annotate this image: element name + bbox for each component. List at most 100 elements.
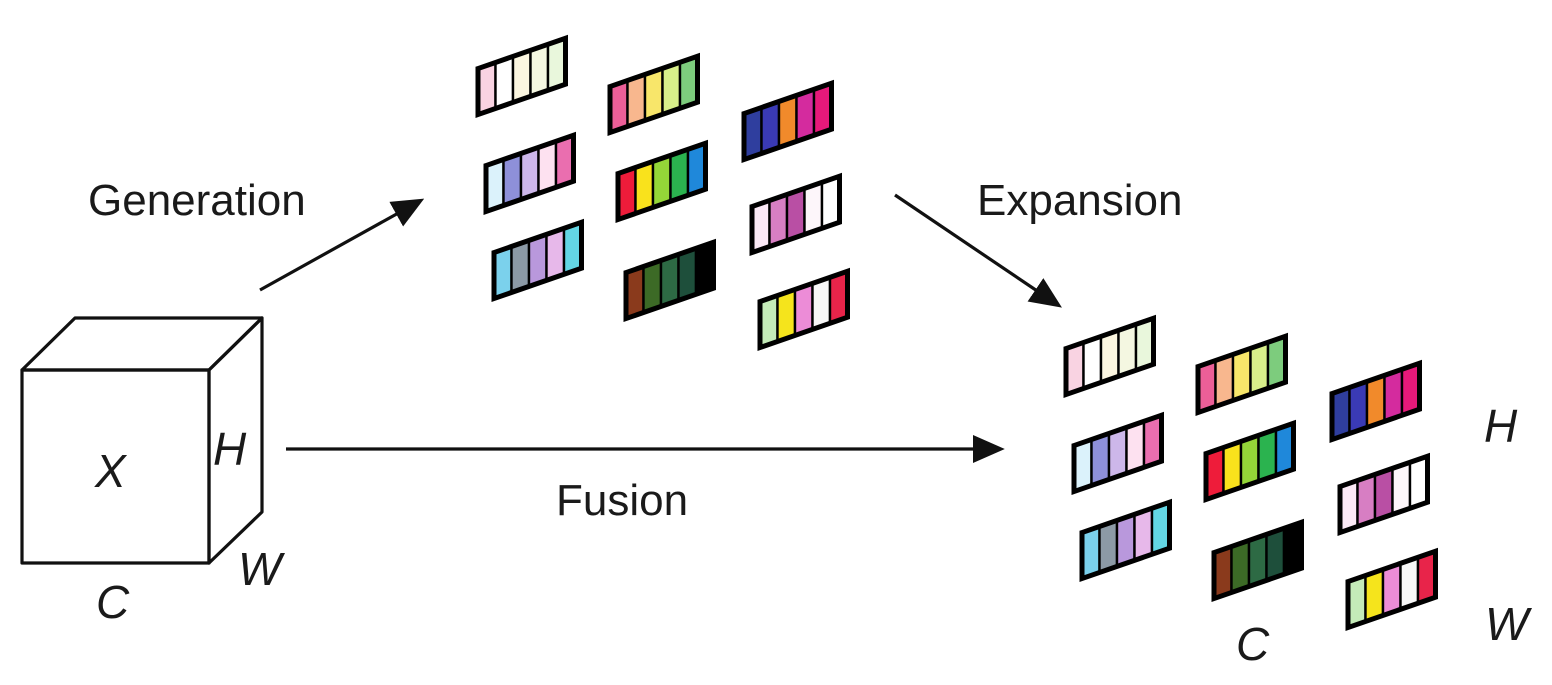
strip-cell: [803, 180, 824, 236]
strip-cell: [1099, 328, 1120, 385]
strip-frame: [741, 79, 834, 164]
cube-front-face: [20, 368, 211, 565]
strip-cell: [1391, 460, 1412, 516]
strip-cell: [510, 238, 531, 295]
color-strip: [607, 52, 700, 137]
color-strip: [1345, 547, 1438, 632]
strip-cell: [537, 139, 558, 195]
strip-cell: [1090, 431, 1111, 488]
strip-cell: [519, 145, 540, 202]
strip-cell: [768, 192, 789, 249]
strip-frame: [1329, 359, 1422, 444]
strip-frame: [491, 218, 584, 303]
expansion-label: Expansion: [977, 176, 1182, 225]
strip-cell: [659, 252, 680, 309]
color-strip: [615, 139, 708, 224]
strip-frame: [623, 238, 716, 323]
strip-cell: [1117, 322, 1138, 378]
strip-cell: [1381, 561, 1402, 618]
color-strip: [757, 267, 850, 352]
strip-frame: [483, 131, 576, 216]
strip-cell: [1231, 346, 1252, 403]
generation-arrow: [259, 198, 425, 292]
color-strip: [1203, 419, 1296, 504]
strip-cell: [626, 72, 647, 129]
cube-width-label: W: [238, 543, 286, 595]
strip-cell: [793, 281, 814, 338]
output-channel-label: C: [1236, 618, 1270, 670]
strip-cell: [795, 87, 816, 143]
color-strip: [1195, 332, 1288, 417]
strip-cell: [1364, 567, 1385, 624]
color-strip: [1337, 452, 1430, 537]
input-tensor-cube: X H W C: [20, 316, 286, 628]
color-strip: [1079, 498, 1172, 583]
color-strip: [475, 34, 568, 119]
strip-cell: [1125, 419, 1146, 475]
color-strip: [741, 79, 834, 164]
strip-cell: [1222, 439, 1243, 496]
strip-cell: [777, 93, 798, 150]
strip-cell: [785, 186, 806, 243]
strip-cell: [511, 48, 532, 105]
strip-cell: [642, 258, 663, 315]
strip-cell: [1239, 433, 1260, 490]
strip-cell: [1249, 340, 1270, 396]
strip-frame: [607, 52, 700, 137]
strip-cell: [669, 147, 690, 203]
strip-cell: [1082, 334, 1103, 391]
fusion-label: Fusion: [556, 476, 688, 525]
strip-frame: [1211, 518, 1304, 603]
strip-cell: [760, 99, 781, 156]
color-strip: [1071, 411, 1164, 496]
expansion-arrow: [894, 193, 1062, 308]
strip-frame: [1337, 452, 1430, 537]
color-strip: [491, 218, 584, 303]
strip-cell: [1230, 538, 1251, 595]
strip-frame: [1063, 314, 1156, 399]
strip-cell: [1115, 512, 1136, 569]
strip-cell: [1365, 373, 1386, 430]
strip-frame: [475, 34, 568, 119]
generation-label: Generation: [88, 176, 306, 225]
generated-strip-grid: [475, 34, 850, 352]
strip-frame: [1203, 419, 1296, 504]
strip-frame: [1071, 411, 1164, 496]
cube-channel-label: C: [96, 576, 130, 628]
strip-cell: [502, 151, 523, 208]
strip-frame: [1345, 547, 1438, 632]
strip-cell: [494, 54, 515, 111]
strip-cell: [1265, 526, 1286, 582]
strip-cell: [1098, 518, 1119, 575]
output-width-label: W: [1485, 598, 1533, 650]
strip-cell: [1257, 427, 1278, 483]
color-strip: [749, 172, 842, 257]
strip-cell: [677, 246, 698, 302]
strip-cell: [634, 159, 655, 216]
cube-height-label: H: [213, 423, 247, 475]
color-strip: [483, 131, 576, 216]
strip-cell: [811, 275, 832, 331]
strip-frame: [757, 267, 850, 352]
strip-cell: [527, 232, 548, 289]
strip-cell: [529, 42, 550, 98]
strip-cell: [1247, 532, 1268, 589]
expanded-strip-grid: [1063, 314, 1438, 632]
color-strip: [1211, 518, 1304, 603]
strip-cell: [1356, 472, 1377, 529]
strip-frame: [615, 139, 708, 224]
strip-cell: [1214, 352, 1235, 409]
strip-frame: [1079, 498, 1172, 583]
color-strip: [1329, 359, 1422, 444]
strip-cell: [1348, 379, 1369, 436]
output-height-label: H: [1484, 400, 1518, 452]
strip-cell: [545, 226, 566, 282]
strip-cell: [1133, 506, 1154, 562]
strip-cell: [1399, 555, 1420, 611]
strip-frame: [749, 172, 842, 257]
strip-frame: [1195, 332, 1288, 417]
strip-cell: [1107, 425, 1128, 482]
color-strip: [623, 238, 716, 323]
color-strip: [1063, 314, 1156, 399]
cube-top-face: [20, 316, 264, 372]
